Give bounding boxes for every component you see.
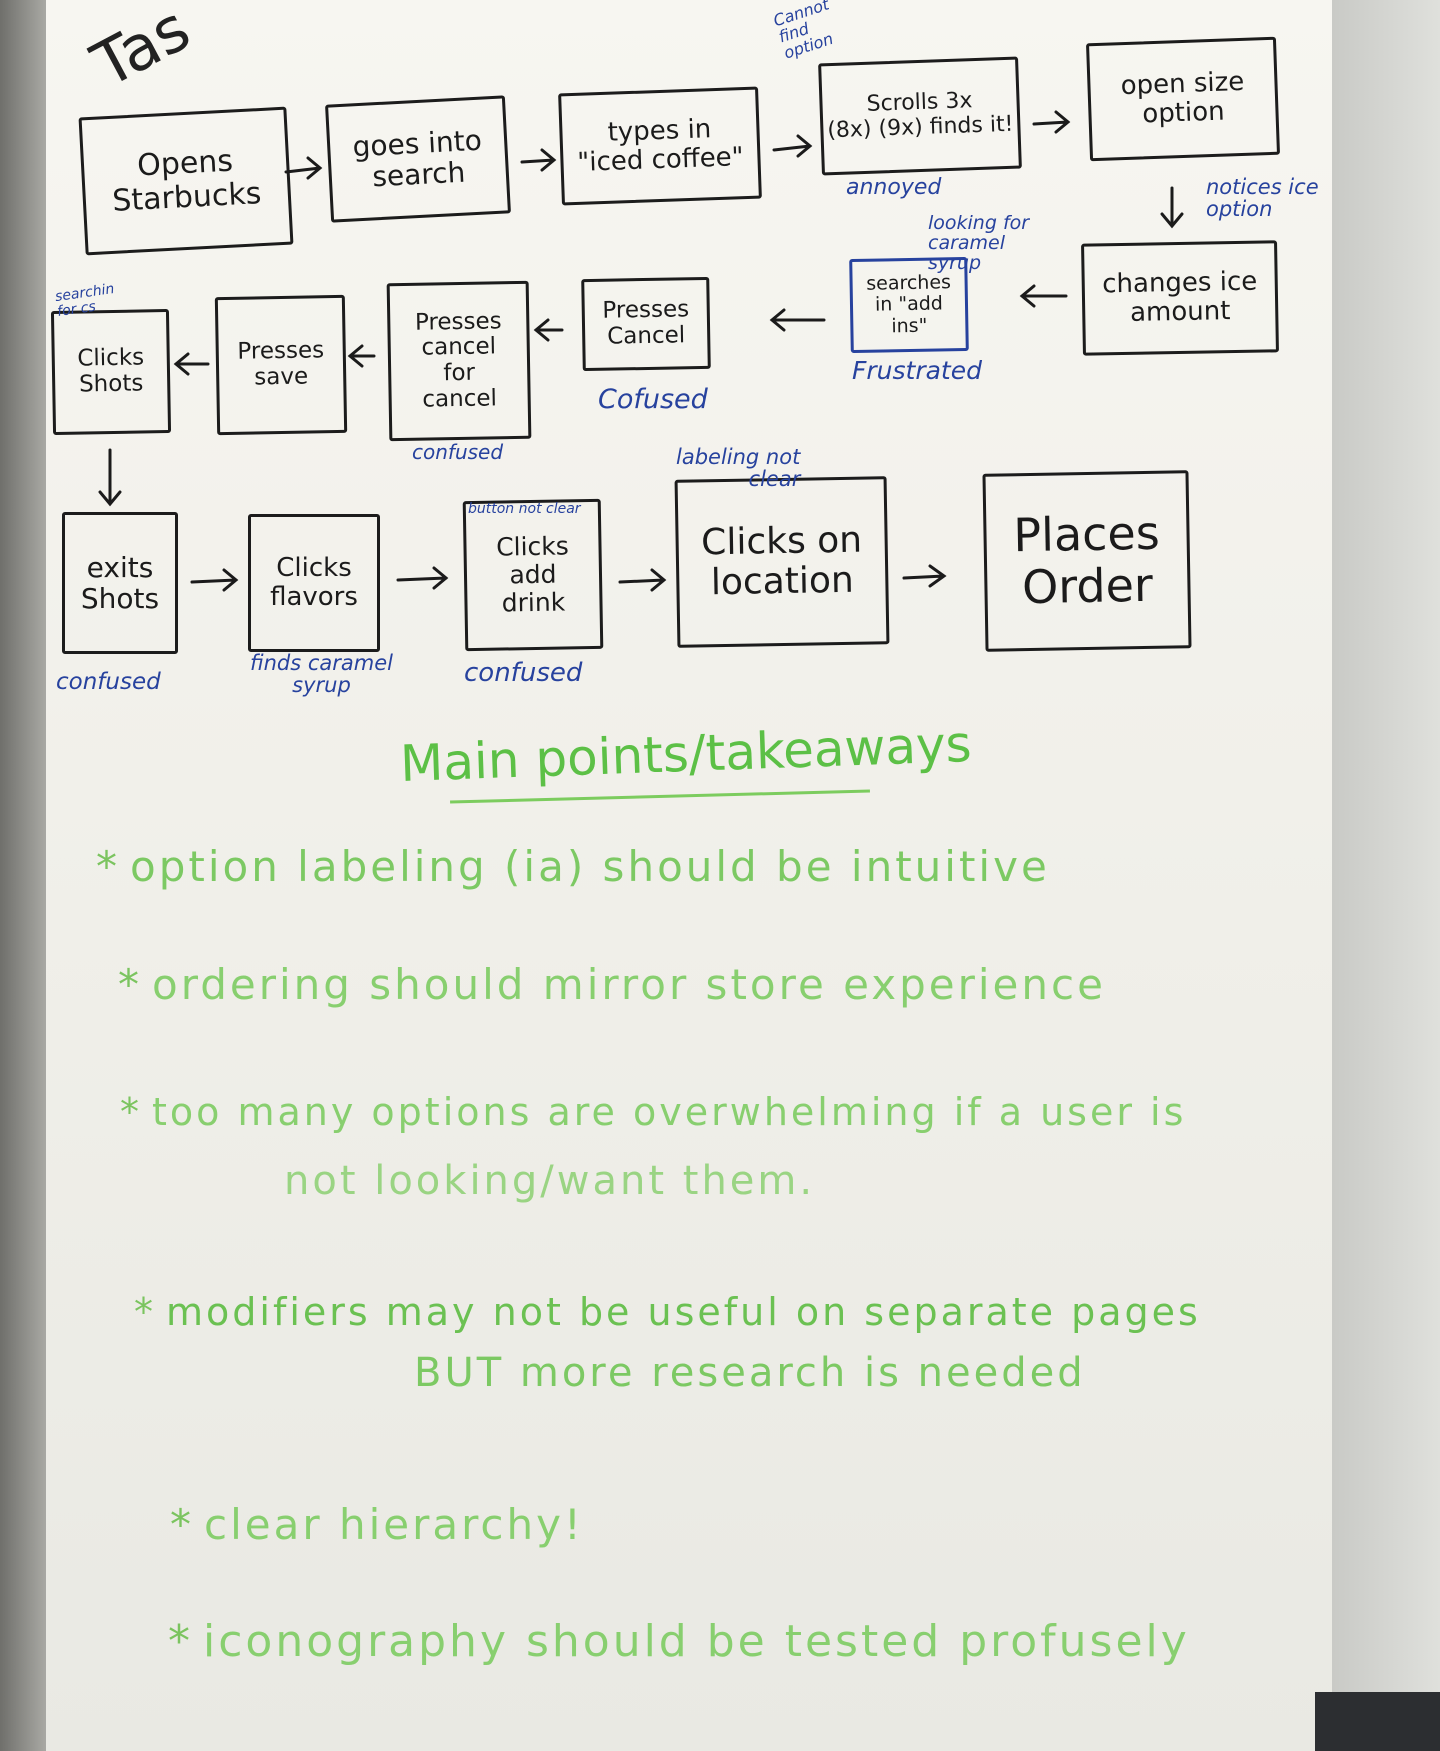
takeaway-2: *ordering should mirror store experience xyxy=(118,960,1106,1009)
wall-right xyxy=(1332,0,1440,1751)
arrow-7 xyxy=(769,308,826,332)
note-finds-caramel-syrup: finds caramel syrup xyxy=(250,651,393,698)
arrow-2 xyxy=(520,148,557,172)
takeaway-3-text: too many options are overwhelming if a u… xyxy=(152,1090,1187,1134)
step-exits-shots: exits Shots xyxy=(62,512,178,654)
takeaway-3-cont: not looking/want them. xyxy=(284,1158,816,1204)
bullet-asterisk-icon: * xyxy=(118,960,142,1009)
arrow-13 xyxy=(396,566,449,590)
takeaway-5-text: clear hierarchy! xyxy=(204,1500,584,1549)
bullet-asterisk-icon: * xyxy=(170,1500,194,1549)
arrow-11 xyxy=(98,448,122,507)
arrow-1 xyxy=(284,156,323,180)
takeaway-1-text: option labeling (ia) should be intuitive xyxy=(130,842,1050,891)
step-clicks-flavors: Clicks flavors xyxy=(248,514,380,652)
note-confused-shots: confused xyxy=(56,669,161,695)
arrow-15 xyxy=(902,564,947,588)
note-cofused: Cofused xyxy=(598,384,708,415)
whiteboard xyxy=(46,0,1336,1751)
note-looking-for-caramel: looking for caramel syrup xyxy=(928,212,1030,274)
takeaway-5: *clear hierarchy! xyxy=(170,1500,584,1549)
takeaway-1: *option labeling (ia) should be intuitiv… xyxy=(96,842,1050,891)
arrow-4 xyxy=(1032,110,1071,134)
note-confused-cancel: confused xyxy=(412,440,504,464)
bullet-asterisk-icon: * xyxy=(120,1090,142,1134)
arrow-9 xyxy=(347,344,376,368)
arrow-14 xyxy=(618,568,667,592)
arrow-6 xyxy=(1019,284,1068,308)
note-button-not-clear: button not clear xyxy=(468,501,581,517)
bullet-asterisk-icon: * xyxy=(134,1290,156,1334)
wall-right-shadow xyxy=(1315,1692,1440,1751)
arrow-5 xyxy=(1160,186,1184,229)
bullet-asterisk-icon: * xyxy=(168,1616,193,1667)
takeaway-4: *modifiers may not be useful on separate… xyxy=(134,1290,1201,1334)
arrow-8 xyxy=(533,318,564,342)
note-frustrated: Frustrated xyxy=(852,356,982,385)
takeaway-4-text: modifiers may not be useful on separate … xyxy=(166,1290,1201,1334)
note-confused-add: confused xyxy=(464,658,583,688)
note-annoyed: annoyed xyxy=(846,175,942,200)
bullet-asterisk-icon: * xyxy=(96,842,120,891)
takeaway-4-cont: BUT more research is needed xyxy=(414,1350,1086,1396)
note-notices-ice-option: notices ice option xyxy=(1206,175,1319,222)
takeaway-3: *too many options are overwhelming if a … xyxy=(120,1090,1186,1134)
arrow-12 xyxy=(190,568,239,592)
arrow-3 xyxy=(772,134,813,158)
takeaway-6-text: iconography should be tested profusely xyxy=(203,1616,1190,1667)
wall-left xyxy=(0,0,46,1751)
takeaway-2-text: ordering should mirror store experience xyxy=(152,960,1106,1009)
arrow-10 xyxy=(173,352,210,376)
note-labeling-not-clear: labeling not clear xyxy=(676,445,801,492)
takeaway-6: *iconography should be tested profusely xyxy=(168,1616,1190,1667)
